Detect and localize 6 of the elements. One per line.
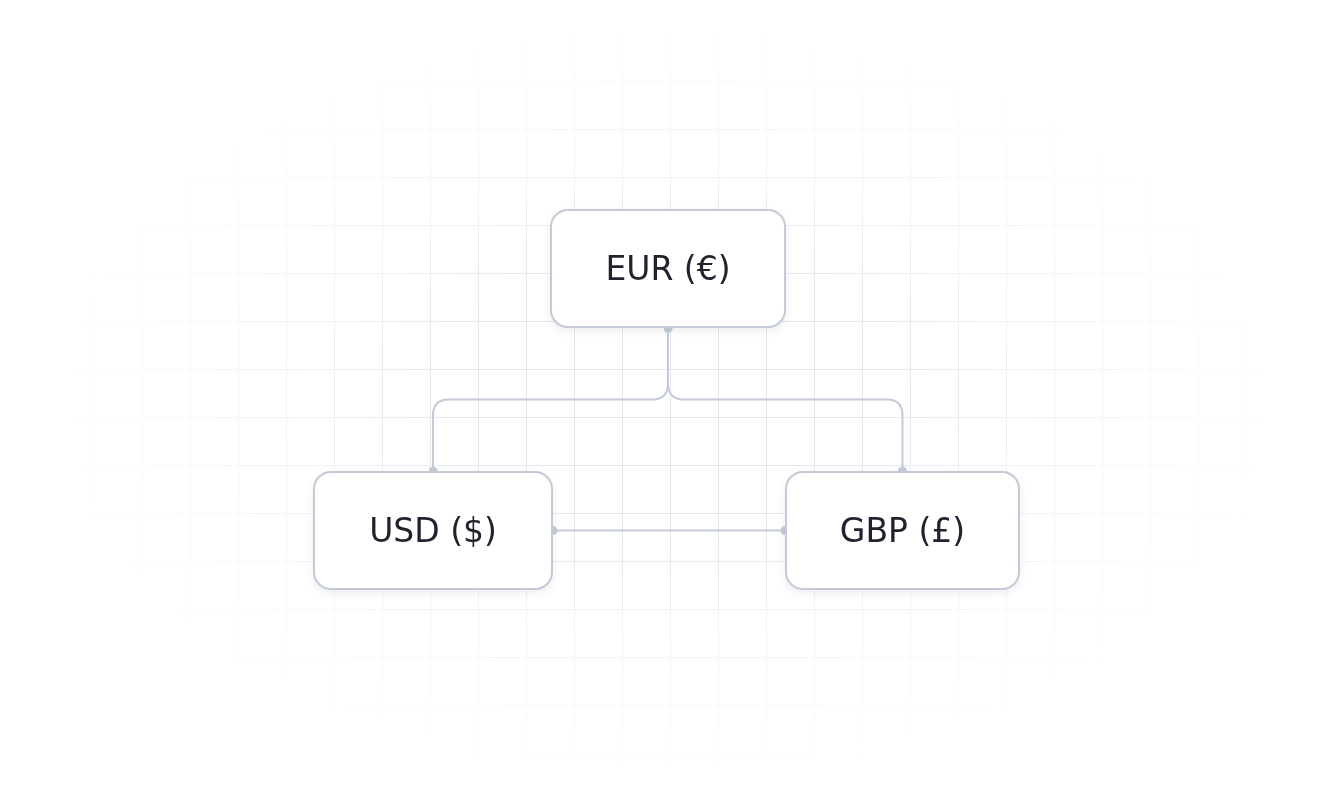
currency-node [785, 471, 1020, 590]
node-label: USD ($) [369, 511, 497, 550]
currency-node [550, 209, 786, 328]
node-label: GBP (£) [839, 511, 966, 550]
currency-node [313, 471, 553, 590]
node-label: EUR (€) [605, 249, 731, 288]
